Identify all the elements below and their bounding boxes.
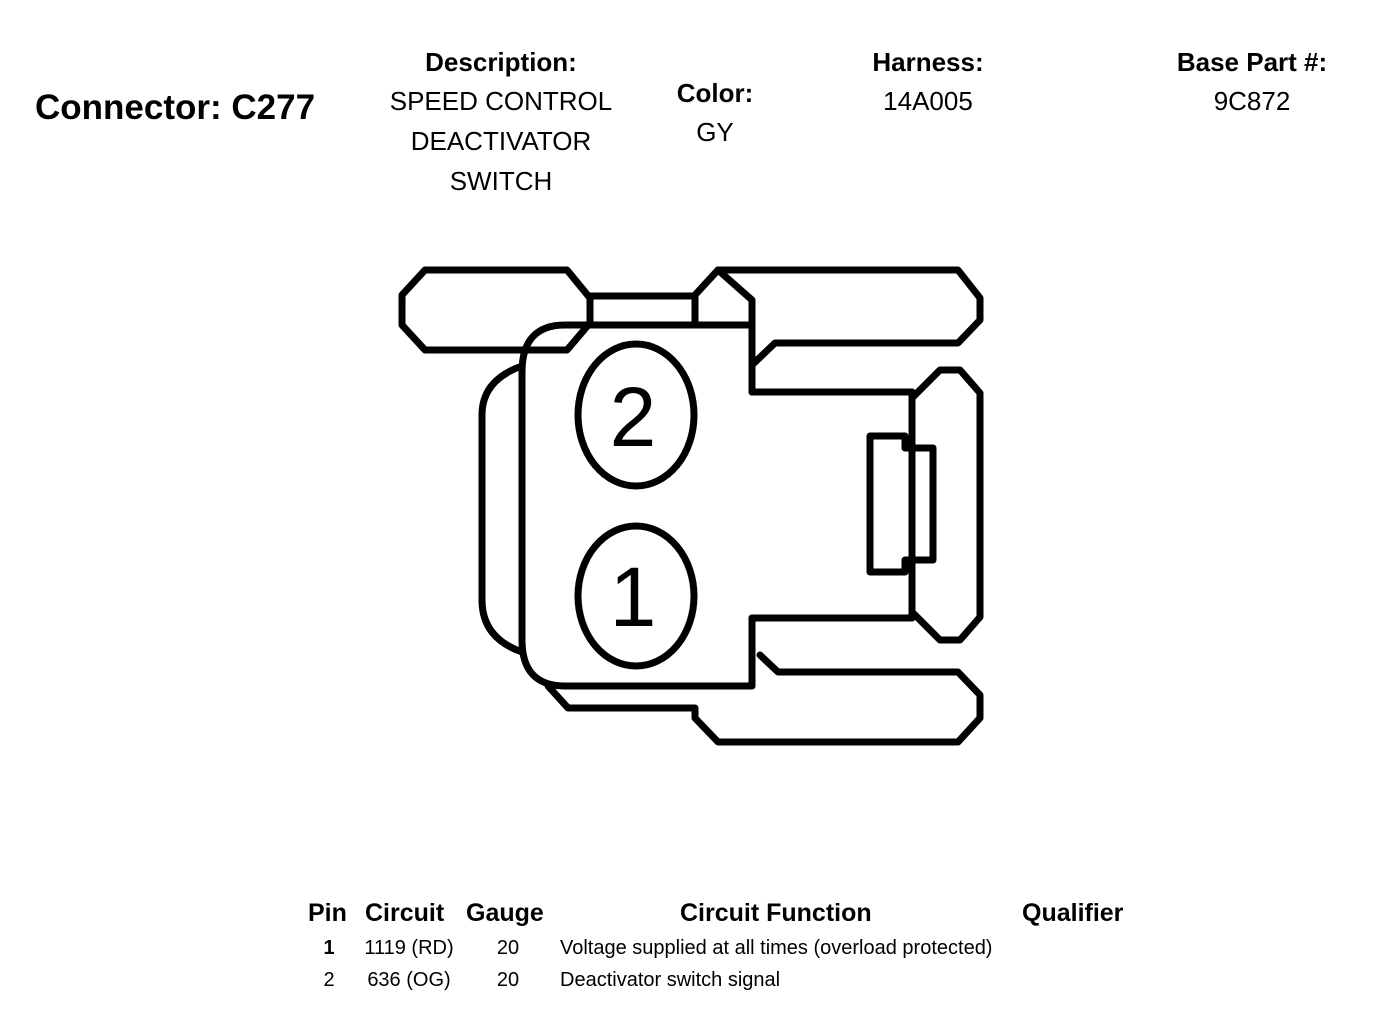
pin-2-outline — [574, 340, 698, 490]
table-row-1-circuit: 1119 (RD) — [364, 937, 454, 959]
pin-1-label: 1 — [610, 550, 657, 644]
header-circuit: Circuit — [365, 899, 445, 927]
pin-2-label: 2 — [610, 370, 657, 464]
table-row-1-gauge: 20 — [496, 937, 520, 959]
table-row-1-pin: 1 — [323, 937, 335, 959]
lock-right — [908, 366, 984, 644]
description-line-1: SPEED CONTROL — [389, 86, 613, 116]
pin-1: 1 — [574, 522, 698, 670]
table-row-2-function: Deactivator switch signal — [560, 969, 781, 991]
table-row-2-pin: 2 — [323, 969, 335, 991]
harness-value: 14A005 — [883, 86, 973, 116]
header-qualifier: Qualifier — [1022, 899, 1124, 927]
harness-block: Harness: 14A005 — [828, 47, 1028, 117]
latch-bottom-right — [544, 614, 984, 746]
description-block: Description: SPEED CONTROL DEACTIVATOR S… — [360, 47, 642, 197]
color-label: Color: — [676, 78, 754, 108]
base-part-label: Base Part #: — [1176, 47, 1328, 77]
description-label: Description: — [425, 47, 577, 77]
color-value: GY — [696, 117, 734, 147]
header-circuit-function: Circuit Function — [680, 899, 872, 927]
description-line-2: DEACTIVATOR — [410, 126, 592, 156]
table-row-1-function: Voltage supplied at all times (overload … — [560, 937, 993, 959]
color-block: Color: GY — [655, 78, 775, 148]
lock-right-bar — [866, 432, 937, 576]
header-pin: Pin — [308, 899, 347, 927]
latch-top-left — [398, 266, 594, 354]
table-row-2-gauge: 20 — [496, 969, 520, 991]
base-part-block: Base Part #: 9C872 — [1140, 47, 1364, 117]
connector-body — [518, 321, 756, 690]
header-gauge: Gauge — [466, 899, 544, 927]
harness-label: Harness: — [872, 47, 984, 77]
table-row-2-circuit: 636 (OG) — [367, 969, 451, 991]
pin-1-outline — [574, 522, 698, 670]
connector-title: Connector: C277 — [35, 88, 316, 127]
latch-top-right-inner — [714, 266, 756, 329]
latch-top-center — [586, 292, 699, 329]
base-part-value: 9C872 — [1213, 86, 1291, 116]
pin-2: 2 — [574, 340, 698, 490]
description-line-3: SWITCH — [449, 166, 553, 196]
shell-left — [478, 362, 526, 656]
